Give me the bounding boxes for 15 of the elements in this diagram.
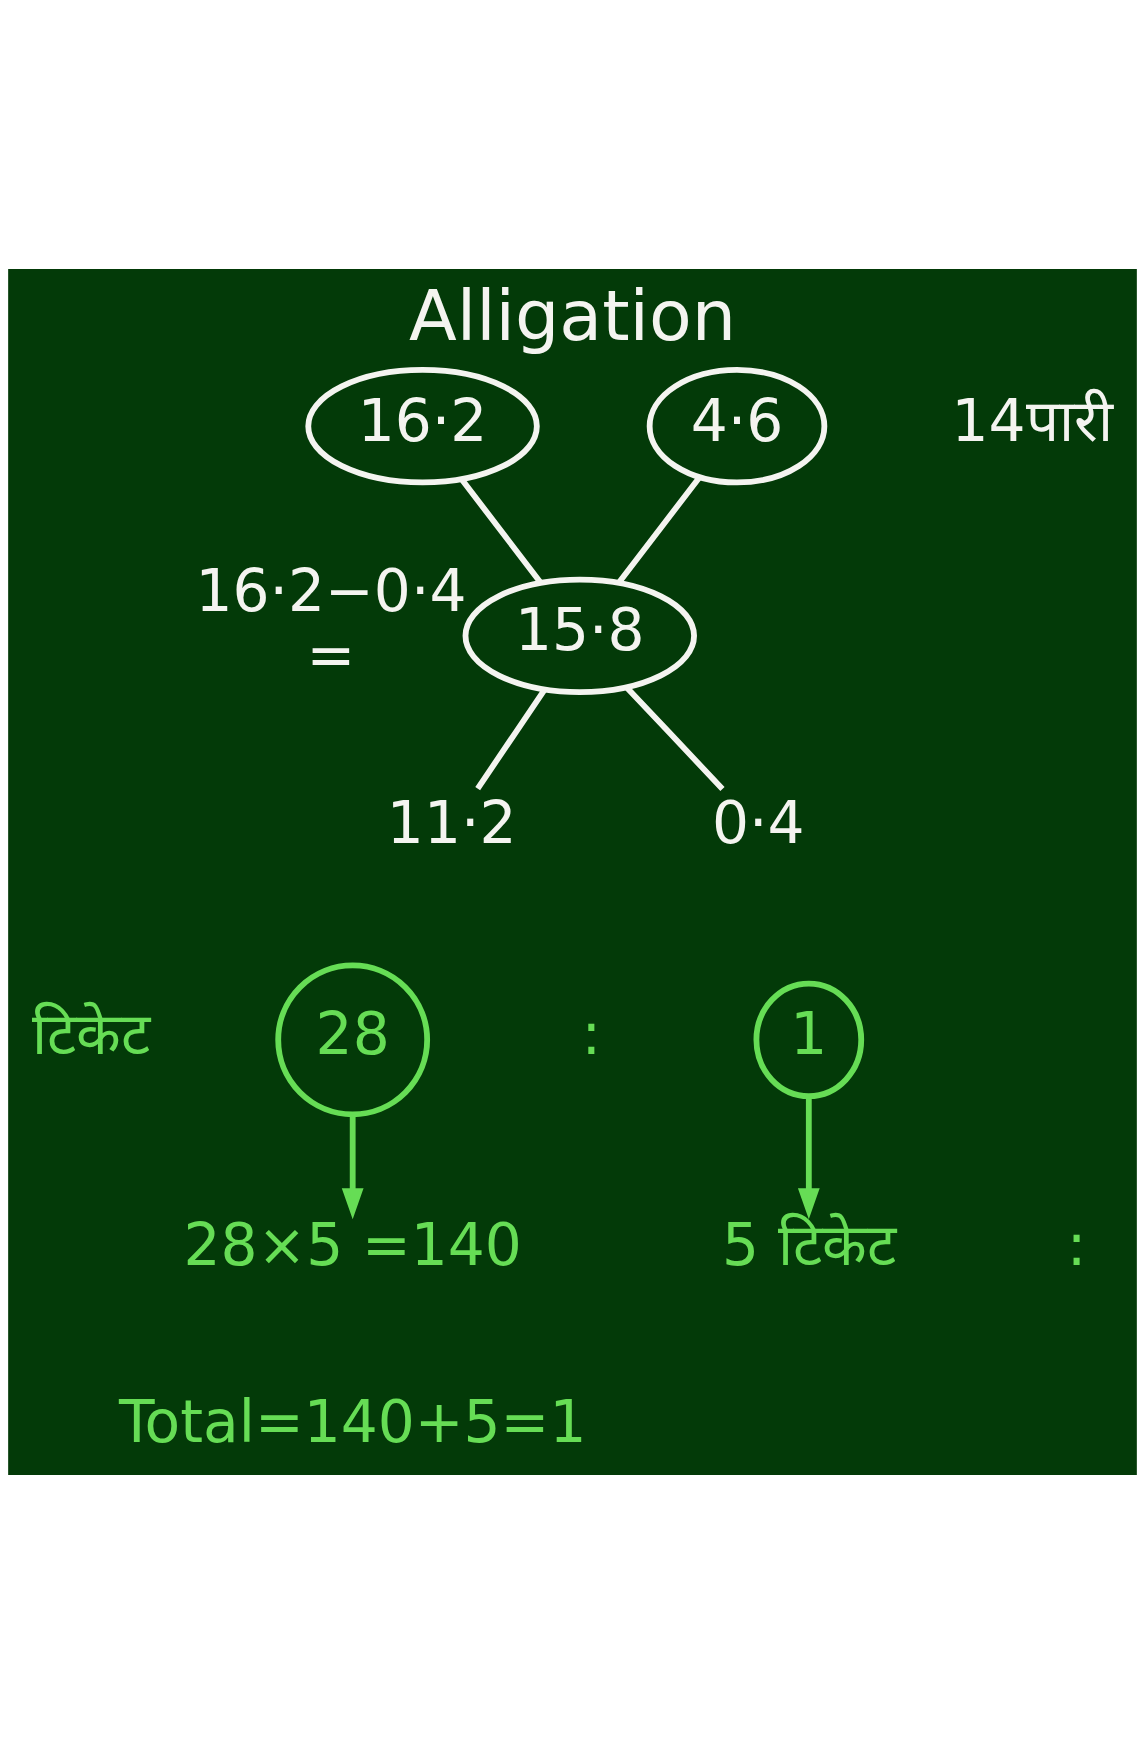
node-ellipse: 4·6 [646, 366, 828, 485]
label: : [581, 999, 602, 1068]
connector [459, 477, 543, 584]
node-text: 28×5 =140 [183, 1210, 522, 1279]
node-text: 0·4 [712, 788, 805, 857]
label: टिकेट [31, 999, 150, 1068]
label: Total=140+5=1 [118, 1387, 587, 1456]
node-ellipse: 16·2 [305, 366, 540, 485]
node-text: 11·2 [386, 788, 517, 857]
label: : [1066, 1210, 1087, 1279]
diagram-title: Alligation [409, 274, 736, 356]
node-circle: 1 [753, 980, 865, 1099]
node-text: 5 टिकेट [722, 1210, 896, 1279]
node-circle: 28 [275, 962, 431, 1117]
label: 14पारी [951, 386, 1113, 455]
